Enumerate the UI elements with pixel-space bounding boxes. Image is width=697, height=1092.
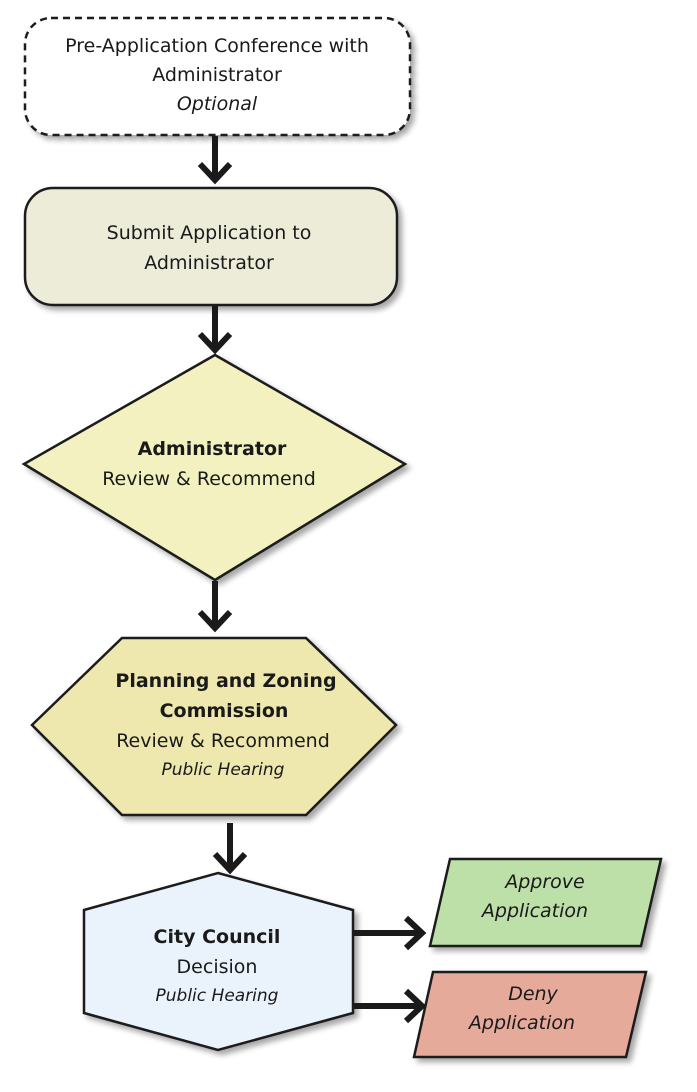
- approve-line1: Approve: [503, 871, 585, 893]
- city-council-heading: City Council: [154, 926, 281, 948]
- submit-application-line1: Submit Application to: [107, 222, 312, 244]
- deny-outcome: Deny Application: [412, 970, 648, 1059]
- arrow-admin-to-pz: [197, 581, 233, 633]
- administrator-review-diamond: [21, 353, 408, 582]
- administrator-review-step: Administrator Review & Recommend: [21, 353, 408, 582]
- planning-zoning-heading-line1: Planning and Zoning: [115, 670, 336, 692]
- approve-line2: Application: [480, 900, 588, 922]
- pre-application-note: Optional: [177, 93, 258, 115]
- submit-application-box: [23, 186, 399, 307]
- administrator-review-heading: Administrator: [138, 438, 287, 460]
- planning-zoning-heading-line2: Commission: [160, 700, 289, 722]
- planning-zoning-step: Planning and Zoning Commission Review & …: [30, 636, 398, 817]
- city-council-step: City Council Decision Public Hearing: [82, 871, 355, 1052]
- arrow-submit-to-admin: [197, 306, 233, 355]
- arrow-council-to-approve: [354, 915, 427, 951]
- pre-application-step: Pre-Application Conference with Administ…: [23, 16, 412, 137]
- deny-parallelogram: [412, 970, 648, 1059]
- pre-application-title: Pre-Application Conference with: [65, 35, 369, 57]
- city-council-subheading: Decision: [177, 956, 258, 978]
- city-council-hexagon: [82, 871, 355, 1052]
- pre-application-title-line2: Administrator: [152, 64, 282, 86]
- pre-application-box: [23, 16, 412, 137]
- city-council-note: Public Hearing: [156, 986, 279, 1006]
- deny-line2: Application: [467, 1012, 575, 1034]
- planning-zoning-hexagon: [30, 636, 398, 817]
- planning-zoning-note: Public Hearing: [162, 760, 285, 780]
- arrow-pre-to-submit: [197, 136, 233, 185]
- approve-parallelogram: [428, 857, 663, 948]
- deny-line1: Deny: [508, 983, 558, 1005]
- submit-application-step: Submit Application to Administrator: [23, 186, 399, 307]
- planning-zoning-subheading: Review & Recommend: [116, 730, 330, 752]
- submit-application-line2: Administrator: [144, 252, 274, 274]
- administrator-review-subheading: Review & Recommend: [102, 468, 316, 490]
- approve-outcome: Approve Application: [428, 857, 663, 948]
- arrow-council-to-deny: [354, 988, 427, 1024]
- arrow-pz-to-council: [212, 823, 248, 875]
